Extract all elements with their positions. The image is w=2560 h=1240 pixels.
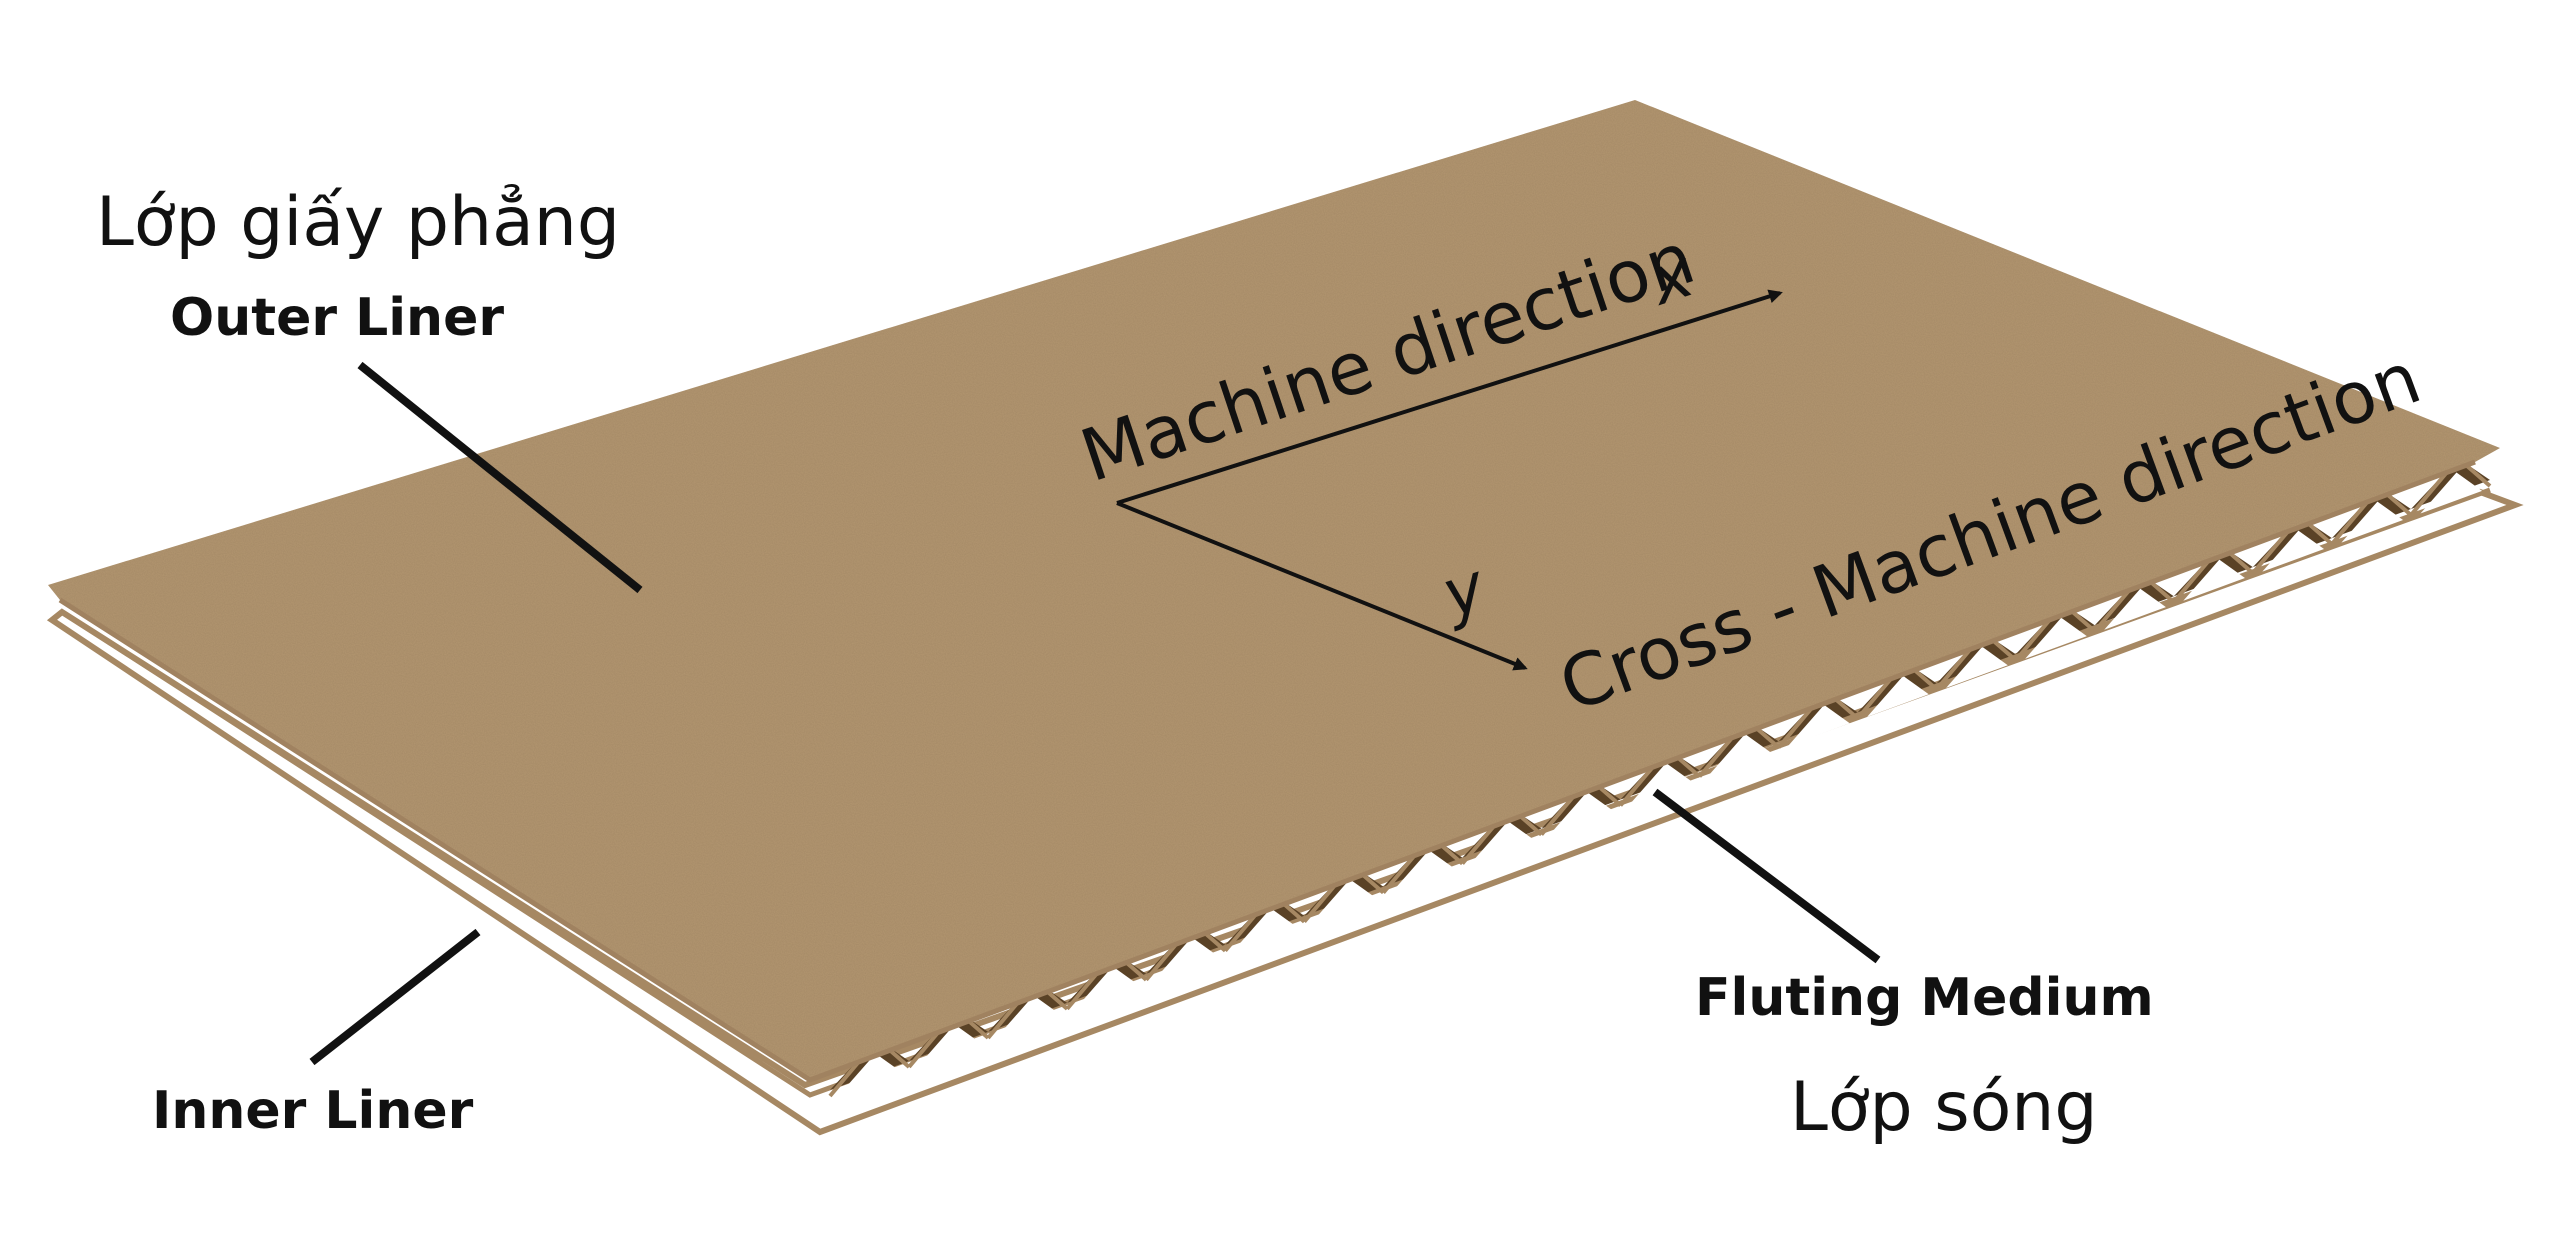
flute-face <box>1155 937 1218 979</box>
flute-face <box>1867 675 1929 717</box>
fluting-medium-flutes <box>828 455 2492 1098</box>
flute-face <box>839 1053 902 1095</box>
flute-face <box>1629 763 1692 805</box>
flute-face <box>1709 733 1771 775</box>
flute-face <box>1946 646 2008 688</box>
flute-face <box>1234 908 1297 950</box>
fluting-medium-leader-line <box>1652 788 1881 964</box>
flute-face <box>1392 850 1455 892</box>
flute-face <box>2104 588 2166 630</box>
flute-face <box>2420 472 2483 514</box>
outer-liner-en-label: Outer Liner <box>170 288 504 348</box>
flute-face <box>2341 501 2404 543</box>
machine-direction-arrow <box>1116 289 1783 505</box>
outer-liner-sheet <box>48 100 2500 1080</box>
outer-liner-edge <box>58 459 2476 1083</box>
flute-face <box>2262 530 2324 572</box>
flute-face <box>918 1024 981 1066</box>
flute-face <box>997 995 1060 1037</box>
fluting-medium-en-label: Fluting Medium <box>1695 968 2154 1028</box>
flute-face <box>2183 559 2245 601</box>
inner-liner-leader-line <box>309 928 481 1066</box>
outer-liner-vn-label: Lớp giấy phẳng <box>96 183 620 262</box>
flute-face <box>1313 879 1376 921</box>
flute-face <box>1550 792 1613 834</box>
flute-face <box>2025 617 2087 659</box>
flute-face <box>1788 704 1850 746</box>
outer-liner-leader-line <box>357 361 643 594</box>
flute-face <box>1471 821 1534 863</box>
fluting-medium-vn-label: Lớp sóng <box>1790 1068 2098 1147</box>
cross-machine-direction-arrow <box>1116 501 1528 671</box>
inner-liner-en-label: Inner Liner <box>152 1081 474 1141</box>
flute-face <box>1076 966 1139 1008</box>
